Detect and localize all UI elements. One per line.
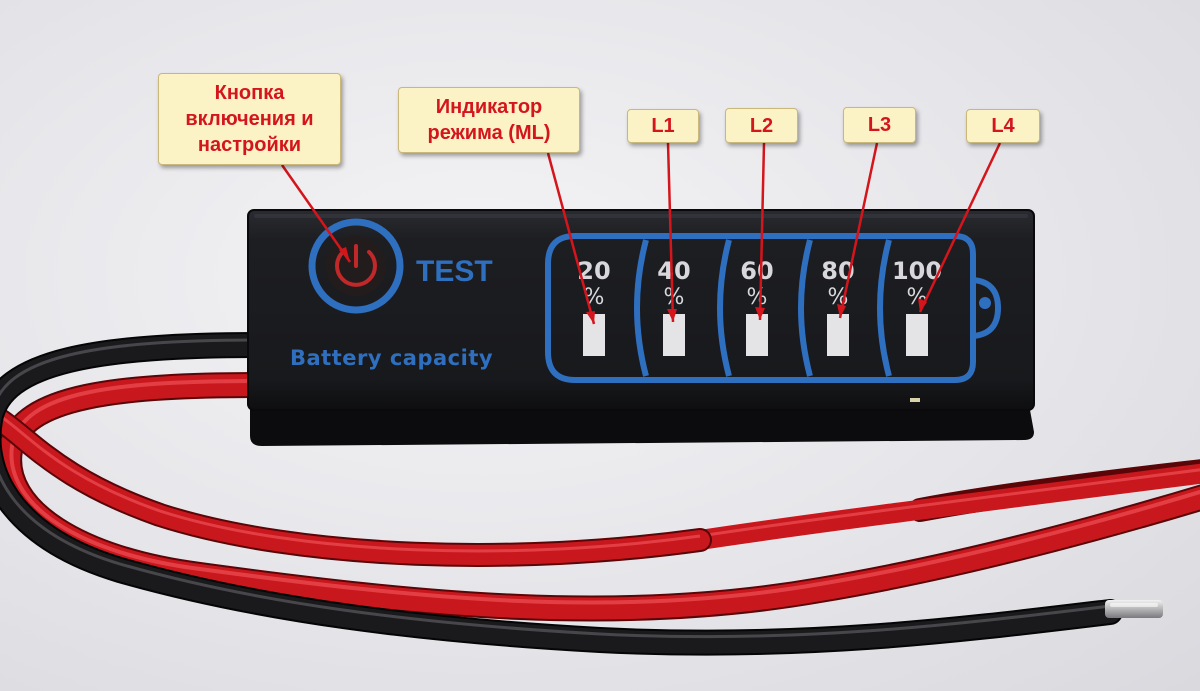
leader-lines: [280, 142, 1002, 325]
callout-l4: L4: [966, 109, 1040, 143]
segment-led: [663, 314, 685, 356]
indicator-board: TEST Battery capacity 20%40%60%80%100%: [247, 209, 1035, 446]
segment-divider: [634, 239, 649, 377]
callout-power-button: Кнопка включения и настройки: [158, 73, 341, 165]
leader-arrowheads: [339, 247, 927, 324]
segment-divider: [717, 239, 732, 377]
leader-power: [280, 164, 352, 263]
wires: [0, 332, 1200, 656]
battery-outline: [545, 233, 1002, 383]
leader-l3: [838, 142, 879, 319]
segment-level-value: 40: [657, 257, 690, 285]
callout-l1: L1: [627, 109, 699, 143]
segment-level-value: 60: [740, 257, 773, 285]
segment-level-unit: %: [907, 285, 928, 310]
segment-led: [746, 314, 768, 356]
leader-l1: [666, 142, 675, 323]
leader-l2: [758, 142, 766, 321]
power-icon: [335, 250, 377, 287]
callout-l2: L2: [725, 108, 798, 143]
segment-led: [906, 314, 928, 356]
segment-level-unit: %: [747, 285, 768, 310]
segment-level-unit: %: [664, 285, 685, 310]
callout-mode-indicator: Индикатор режима (ML): [398, 87, 580, 153]
leader-mode: [546, 152, 596, 325]
test-label: TEST: [416, 255, 493, 288]
battery-capacity-caption: Battery capacity: [290, 346, 493, 370]
segment-led: [827, 314, 849, 356]
segment-led: [583, 314, 605, 356]
leader-l4: [918, 142, 1002, 313]
segment-divider: [877, 239, 892, 377]
black-wire-pin: [1105, 600, 1163, 618]
callout-l3: L3: [843, 107, 916, 143]
segment-divider: [798, 239, 813, 377]
